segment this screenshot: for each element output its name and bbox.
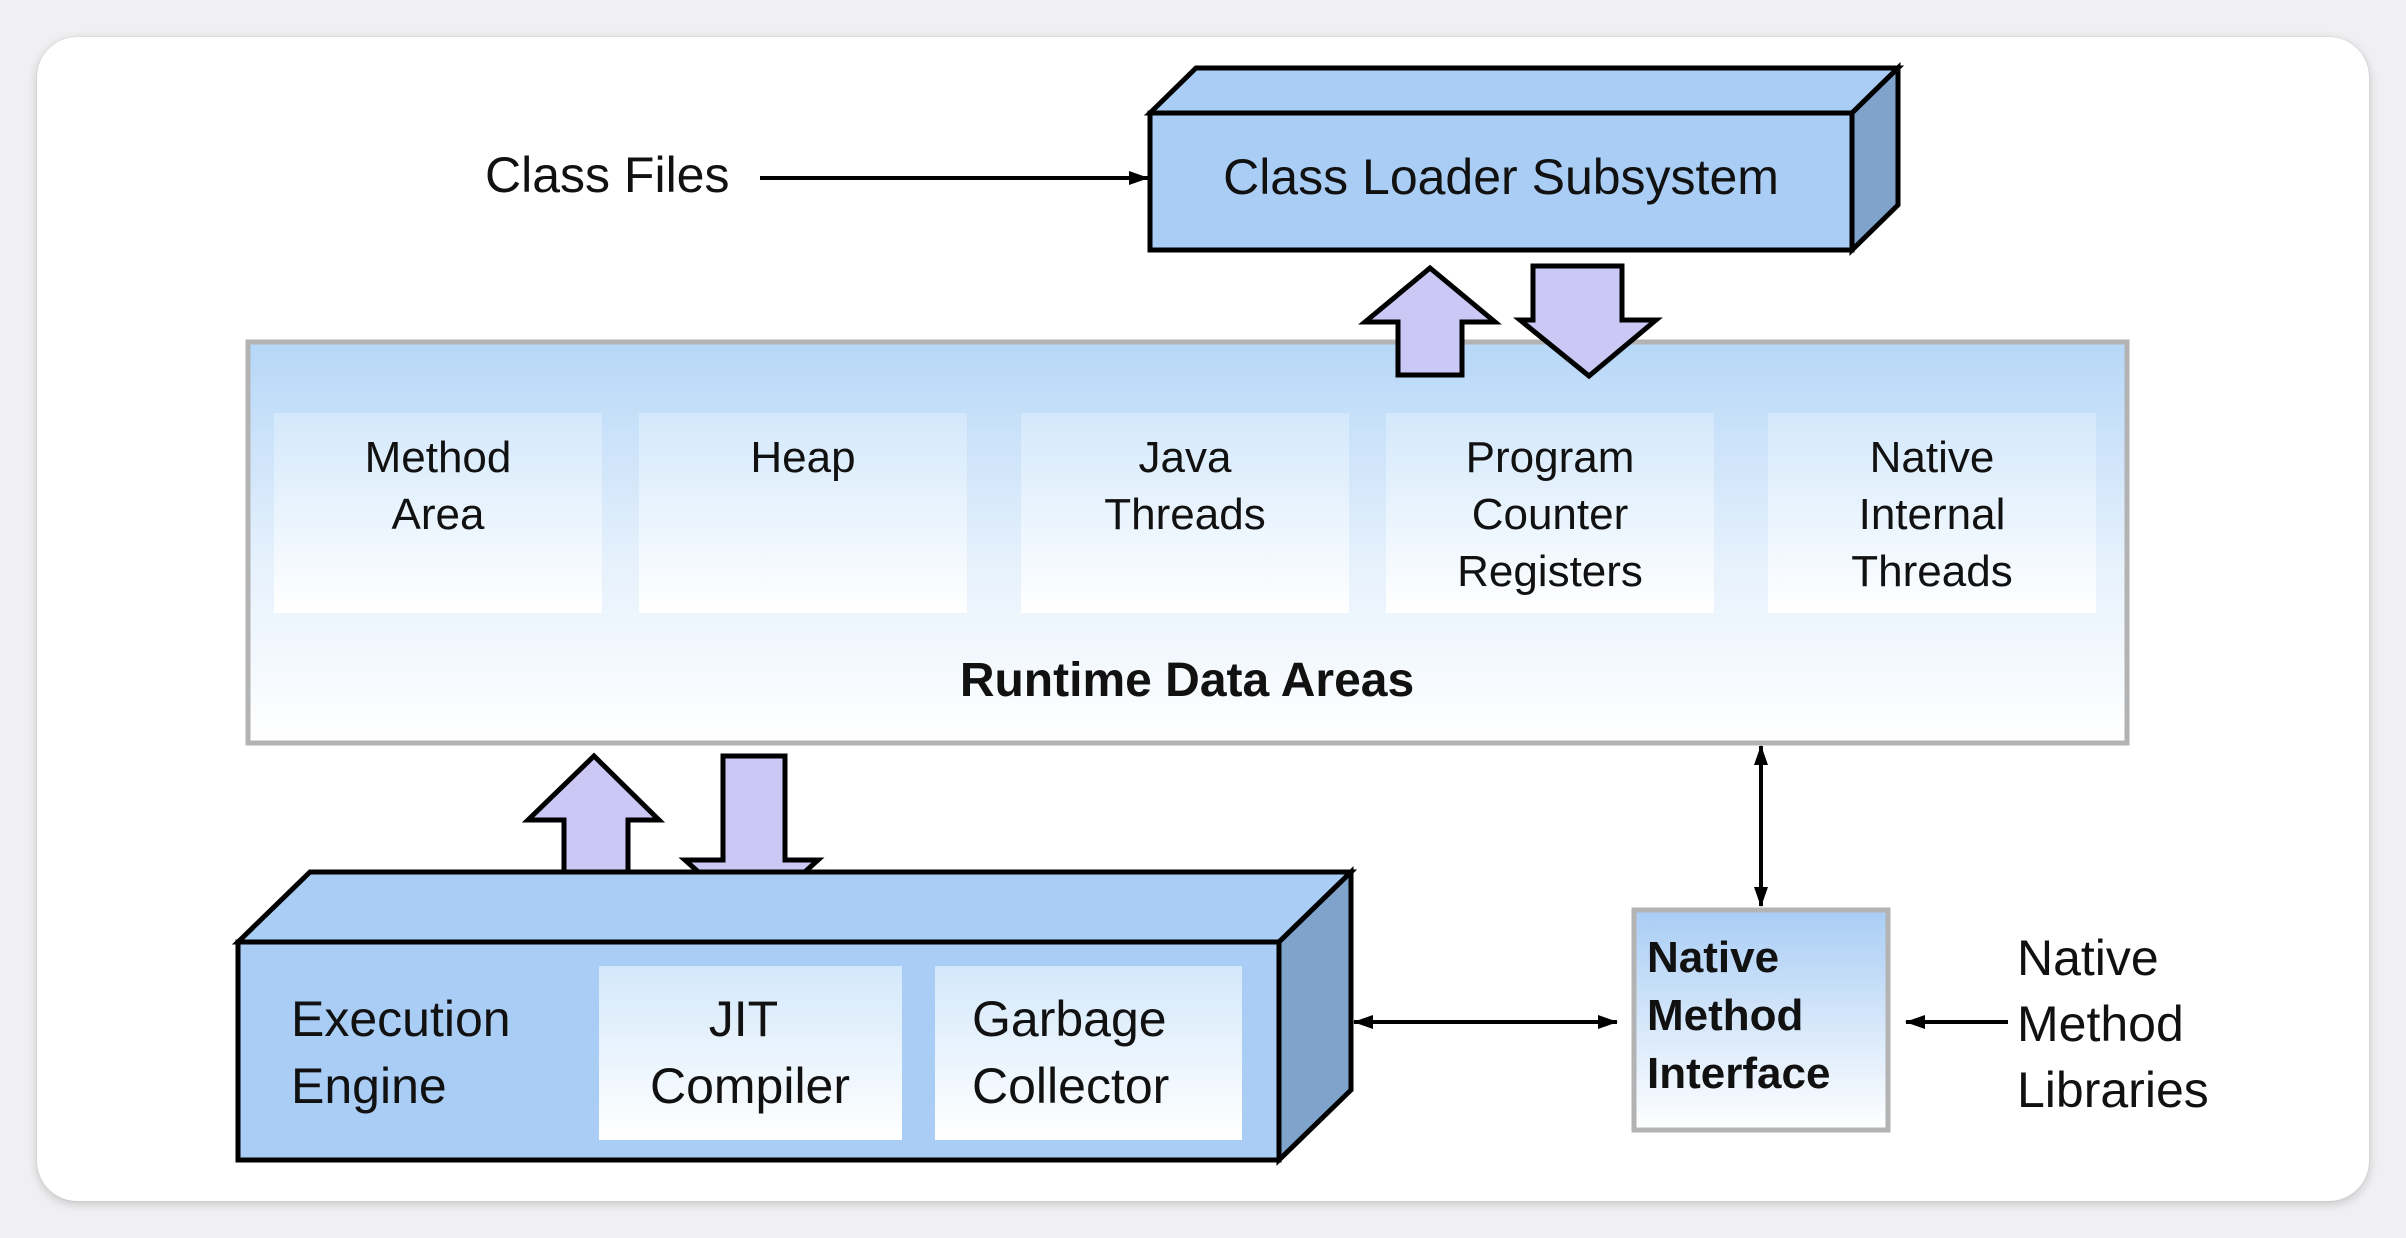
jit-compiler-label: JIT Compiler	[650, 991, 850, 1114]
execution-engine-box: Execution Engine JIT Compiler Garbage Co…	[231, 866, 1358, 1166]
runtime-area-java-threads-box	[1021, 413, 1349, 613]
jit-compiler-box	[599, 966, 902, 1140]
runtime-area-heap-box	[639, 413, 967, 613]
up-arrow-to-loader	[1358, 264, 1502, 378]
native-method-interface-label: Native Method Interface	[1647, 933, 1830, 1098]
native-method-libraries-label: Native Method Libraries	[2017, 930, 2209, 1118]
execution-engine-label: Execution Engine	[291, 991, 525, 1114]
runtime-area-program-counter-registers-box	[1386, 413, 1714, 613]
class-loader-label: Class Loader Subsystem	[1223, 149, 1779, 205]
runtime-area-heap-label: Heap	[750, 433, 855, 482]
runtime-area-native-internal-threads-box	[1768, 413, 2096, 613]
class-loader-box: Class Loader Subsystem	[1143, 62, 1905, 256]
down-arrow-to-runtime	[1512, 263, 1663, 380]
runtime-data-areas-title: Runtime Data Areas	[960, 654, 1414, 707]
runtime-area-method-area-box	[274, 413, 602, 613]
native-method-interface-box: Native Method Interface	[1631, 907, 1891, 1133]
garbage-collector-label: Garbage Collector	[972, 991, 1181, 1114]
garbage-collector-box	[935, 966, 1242, 1140]
class-files-label: Class Files	[485, 147, 729, 203]
